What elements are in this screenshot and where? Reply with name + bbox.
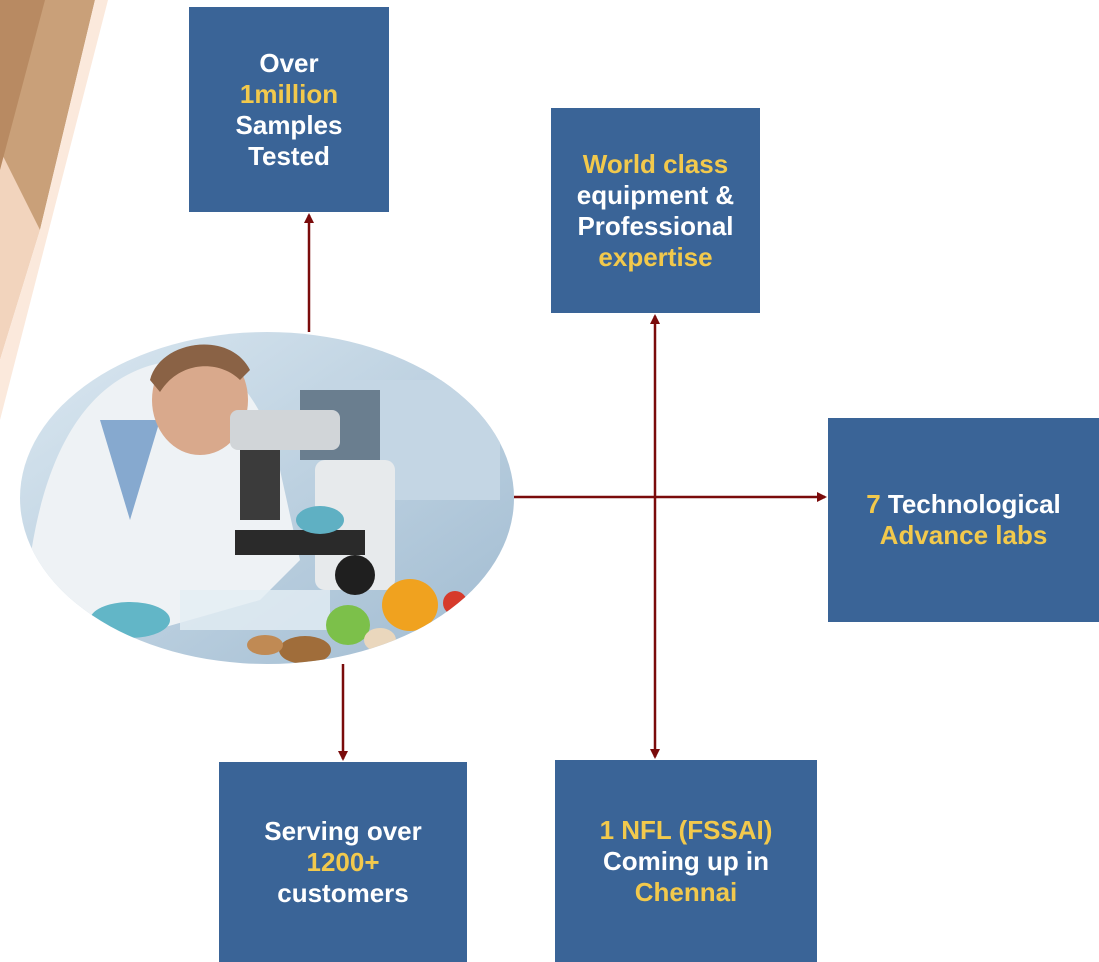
decor-stripe-peach [0,150,40,360]
labs-line-1-text: Technological [880,489,1061,519]
samples-line-4: Tested [248,140,330,171]
samples-line-2: 1million [239,78,339,109]
customers-line-3: customers [277,877,409,908]
advance-labs-box: 7 Technological Advance labs [828,418,1099,622]
nfl-chennai-box: 1 NFL (FSSAI) Coming up in Chennai [555,760,817,962]
equipment-line-4: expertise [598,241,713,272]
customers-line-1: Serving over [264,815,422,846]
nfl-line-1: 1 NFL (FSSAI) [599,814,773,845]
nfl-line-3: Chennai [634,876,738,907]
samples-line-1: Over [259,47,319,78]
labs-line-2: Advance labs [879,520,1048,550]
equipment-line-3: Professional [577,210,734,241]
equipment-expertise-box: World class equipment & Professional exp… [551,108,760,313]
samples-tested-box: Over 1million Samples Tested [189,7,389,212]
customers-line-2: 1200+ [306,846,380,877]
equipment-line-2: equipment & [576,179,735,210]
labs-line-1: 7 Technological [866,489,1061,520]
labs-count: 7 [866,489,881,519]
customers-box: Serving over 1200+ customers [219,762,467,962]
equipment-line-1: World class [582,148,729,179]
samples-line-3: Samples [235,109,343,140]
decor-stripe-light [0,0,108,420]
nfl-line-2: Coming up in [602,845,770,876]
decor-stripe-brown [0,0,45,170]
